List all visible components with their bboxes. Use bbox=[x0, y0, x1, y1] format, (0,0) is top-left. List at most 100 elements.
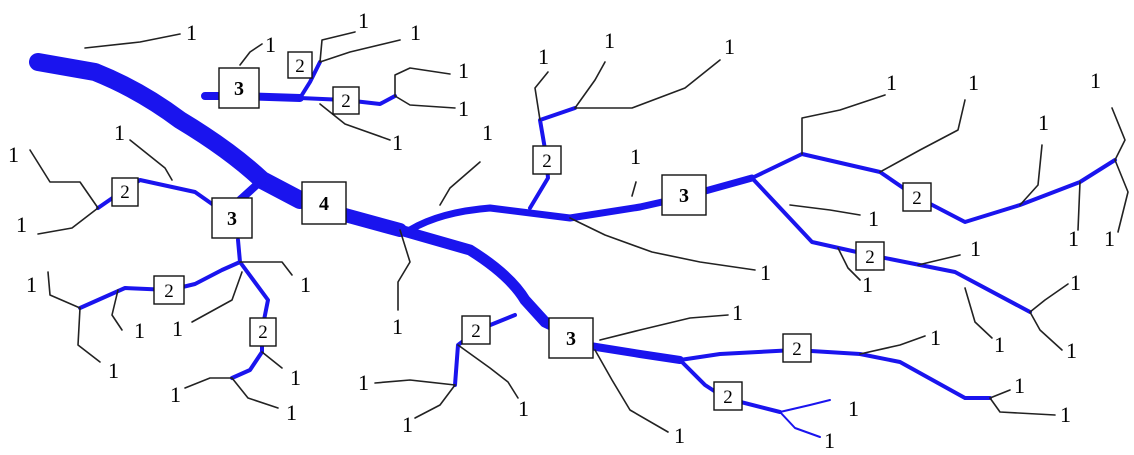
left-tributary-order-3 bbox=[236, 176, 266, 204]
label-order-1: 1 bbox=[186, 20, 197, 45]
label-order-1: 1 bbox=[1090, 68, 1101, 93]
label-order-1: 1 bbox=[402, 412, 413, 437]
label-order-1: 1 bbox=[1070, 270, 1081, 295]
label-order-1: 1 bbox=[16, 212, 27, 237]
leaf-line bbox=[569, 217, 756, 271]
label-order-1: 1 bbox=[458, 96, 469, 121]
leaf-line bbox=[231, 377, 279, 409]
label-order-1: 1 bbox=[970, 236, 981, 261]
order-2-box: 2 bbox=[782, 333, 812, 363]
order-2-box: 2 bbox=[855, 241, 885, 271]
leaf-line bbox=[1114, 159, 1129, 233]
order-4-label: 4 bbox=[319, 193, 329, 215]
label-order-1: 1 bbox=[824, 428, 835, 453]
order-2-label: 2 bbox=[542, 151, 552, 172]
leaf-line bbox=[239, 261, 293, 276]
order-2-box: 2 bbox=[249, 317, 277, 347]
leaf-line bbox=[789, 204, 861, 216]
leaf-line bbox=[1077, 181, 1081, 231]
label-order-1: 1 bbox=[358, 8, 369, 33]
top-right-order-2 bbox=[298, 94, 397, 106]
order-3-box: 3 bbox=[218, 67, 260, 109]
leaf-line bbox=[439, 161, 481, 206]
leaf-line bbox=[879, 99, 966, 173]
leaf-line bbox=[84, 33, 181, 49]
right-channel-order-3 bbox=[406, 174, 756, 234]
leaf-line bbox=[191, 271, 243, 323]
leaf-line bbox=[631, 181, 637, 197]
order-2-label: 2 bbox=[865, 247, 875, 268]
leaf-line bbox=[989, 389, 1011, 399]
order-2-label: 2 bbox=[258, 322, 268, 343]
order-2-box: 2 bbox=[287, 51, 313, 79]
order-3-boxes: 3 3 3 3 bbox=[211, 67, 707, 359]
leaf-line bbox=[534, 71, 549, 121]
leaf-line bbox=[261, 351, 283, 369]
label-order-1: 1 bbox=[358, 370, 369, 395]
leaf-line bbox=[837, 247, 861, 281]
label-order-1: 1 bbox=[1038, 110, 1049, 135]
right-middle-order-2 bbox=[750, 176, 1032, 314]
label-order-1: 1 bbox=[862, 272, 873, 297]
leaf-line bbox=[394, 67, 451, 97]
leaf-line bbox=[574, 59, 721, 109]
order-3-label: 3 bbox=[679, 185, 689, 207]
label-order-1: 1 bbox=[1104, 226, 1115, 251]
label-order-1: 1 bbox=[848, 396, 859, 421]
leaf-line bbox=[964, 287, 993, 339]
label-order-1: 1 bbox=[458, 58, 469, 83]
leaf-line bbox=[457, 344, 519, 399]
order-2-box: 2 bbox=[902, 182, 932, 212]
leaf-line bbox=[374, 379, 456, 386]
order-2-label: 2 bbox=[164, 281, 174, 302]
order-2-label: 2 bbox=[471, 321, 481, 342]
label-order-1: 1 bbox=[630, 144, 641, 169]
order-1-blue-tips bbox=[779, 399, 831, 438]
leaf-line bbox=[801, 94, 886, 155]
leaf-line bbox=[397, 229, 411, 311]
label-order-1: 1 bbox=[286, 400, 297, 425]
label-order-1: 1 bbox=[172, 316, 183, 341]
leaf-line bbox=[574, 61, 606, 109]
order-4-box: 4 bbox=[301, 181, 347, 225]
leaf-line bbox=[1029, 311, 1063, 351]
label-order-1: 1 bbox=[674, 423, 685, 448]
leaf-line bbox=[599, 314, 729, 341]
label-order-1: 1 bbox=[392, 314, 403, 339]
label-order-1: 1 bbox=[392, 130, 403, 155]
leaf-line bbox=[184, 377, 233, 389]
leaf-line bbox=[129, 139, 173, 181]
lower-channel-order-3 bbox=[586, 342, 684, 364]
right-upper-order-2 bbox=[750, 152, 1117, 224]
label-order-1: 1 bbox=[930, 325, 941, 350]
label-order-1: 1 bbox=[1068, 226, 1079, 251]
label-order-1: 1 bbox=[604, 28, 615, 53]
order-2-label: 2 bbox=[912, 188, 922, 209]
order-2-box: 2 bbox=[713, 381, 743, 411]
label-order-1: 1 bbox=[108, 358, 119, 383]
leaf-line bbox=[239, 43, 263, 66]
label-order-1: 1 bbox=[290, 365, 301, 390]
order-3-label: 3 bbox=[566, 328, 576, 350]
leaf-line bbox=[414, 384, 456, 419]
bottom-tip-b bbox=[779, 411, 821, 438]
label-order-1: 1 bbox=[538, 44, 549, 69]
label-order-1: 1 bbox=[724, 34, 735, 59]
label-order-1: 1 bbox=[968, 70, 979, 95]
order-2-box: 2 bbox=[332, 86, 360, 115]
leaf-line bbox=[319, 31, 356, 63]
leaf-line bbox=[319, 39, 401, 63]
leaf-line bbox=[394, 95, 456, 109]
leaf-line bbox=[37, 207, 99, 235]
trunk-upper bbox=[29, 53, 309, 209]
order-2-label: 2 bbox=[723, 387, 733, 408]
order-2-label: 2 bbox=[341, 91, 351, 112]
leaf-line bbox=[917, 254, 961, 266]
label-order-1: 1 bbox=[732, 300, 743, 325]
leaf-line bbox=[1029, 283, 1069, 313]
bottom-tip-a bbox=[779, 399, 831, 413]
label-order-1: 1 bbox=[26, 272, 37, 297]
leaf-line bbox=[77, 307, 101, 363]
